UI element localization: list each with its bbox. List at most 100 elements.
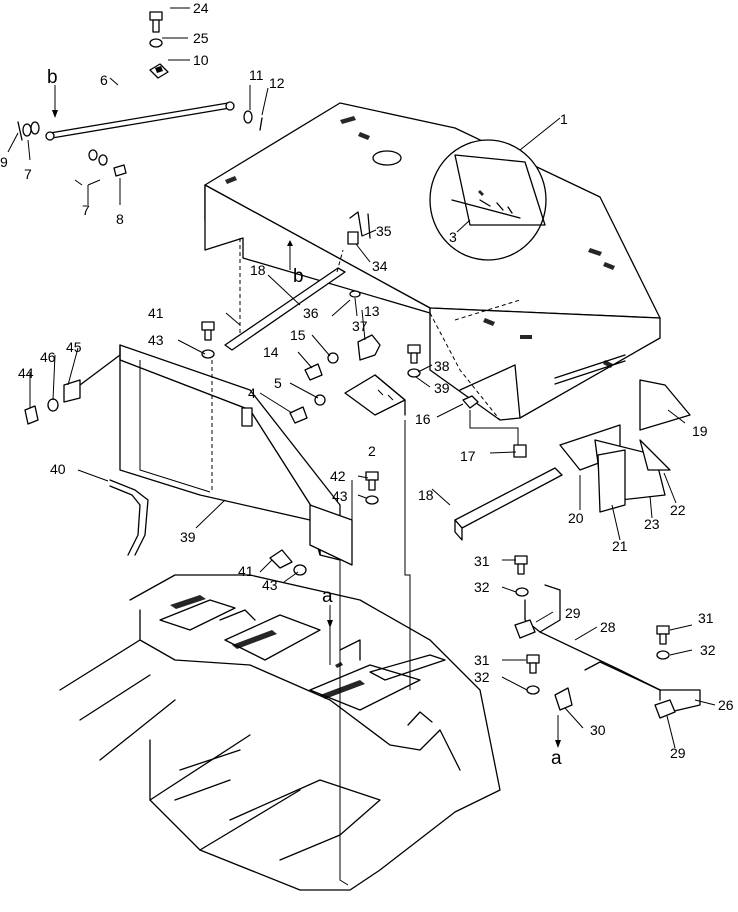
label-22: 21 [612,538,628,554]
label-12: 12 [269,75,285,91]
nut-10-fill [155,66,163,73]
plate-23 [639,439,671,471]
label-42: 42 [330,468,346,484]
label-32b: 32 [474,669,490,685]
label-20: 19 [692,423,708,439]
label-35: 36 [303,305,319,321]
reference-letters: b b a a [47,67,562,769]
frame-feature [219,609,256,621]
label-43a: 43 [148,332,164,348]
plate-22 [597,449,626,513]
label-16: 17 [460,448,476,464]
washer-7b [30,121,40,135]
hook-40 [109,479,149,556]
inset-bracket-outline [454,154,546,226]
leader-lines [7,7,716,749]
label-2: 2 [368,443,376,459]
rod-6 [49,102,231,139]
bracket-13 [357,334,381,361]
side-panel-assembly [119,344,353,566]
ref-a-top: a [322,586,333,607]
label-26: 25 [193,30,209,46]
bracket-30 [554,687,573,711]
base-frame [59,574,501,891]
label-18: 18 [418,487,434,503]
label-37: 38 [434,358,450,374]
frame-lower-rails [174,749,241,801]
rod-6-start [45,131,55,141]
cover-assembly [204,102,661,421]
rod-27 [584,661,701,713]
rod-6-end [225,101,235,111]
label-29a: 29 [565,605,581,621]
pin-12 [259,117,263,131]
label-31a: 31 [474,553,490,569]
label-11: 11 [249,67,264,83]
rail-19 [224,267,346,351]
washer-7d [98,154,108,166]
label-30: 30 [590,722,606,738]
label-13: 13 [364,303,380,319]
clip-34 [349,211,371,239]
ref-b-top: b [47,67,58,88]
label-6: 6 [100,72,108,88]
label-15: 15 [290,327,306,343]
frame-grille-3 [309,664,421,711]
label-41b: 41 [238,563,254,579]
label-40: 40 [50,461,66,477]
panel-39-tab [241,407,253,427]
arrow-b-mid [287,240,293,246]
label-43c: 43 [262,577,278,593]
label-41a: 41 [148,305,164,321]
label-8: 8 [116,211,124,227]
washer-7c [88,149,98,161]
panel-39-inner-edge [139,360,211,493]
pin-9 [17,121,23,141]
washer-11 [243,110,253,124]
label-10: 10 [193,52,209,68]
rod-28 [524,599,661,701]
label-17: 16 [415,411,431,427]
ref-b-mid: b [293,266,304,287]
label-9: 9 [0,154,8,170]
frame-grille-2 [224,614,321,661]
arrow-a-bottom [555,740,561,748]
hidden-edge-right [429,312,501,421]
label-7a: 7 [24,166,32,182]
cover-top-hole [372,150,402,166]
label-44: 45 [66,339,82,355]
label-45: 44 [18,365,34,381]
cover-right-rail [554,354,626,385]
frame-grille-1 [159,599,236,631]
inset-bracket-flange [451,199,521,219]
arrow-b-top [52,110,58,118]
frame-triangle [407,711,433,726]
ref-line-2 [404,420,411,690]
ref-line-a-long [339,560,349,886]
bracket-44 [63,379,81,403]
label-5: 5 [274,375,282,391]
label-36: 37 [352,318,368,334]
frame-inner-edge [139,609,461,771]
washer-7a [22,123,32,137]
label-39: 39 [180,529,196,545]
fasteners [24,211,670,695]
cover-right-face [429,307,661,421]
inset-bracket-teeth [479,199,513,214]
label-4: 4 [248,385,256,401]
label-46: 46 [40,349,56,365]
label-27: 26 [718,697,734,713]
frame-outline [129,574,501,891]
label-3: 3 [449,229,457,245]
label-1: 1 [560,111,568,127]
frame-lower-panel [229,779,381,861]
bracket-29b [654,699,676,719]
label-34: 35 [376,223,392,239]
washer-26 [149,38,163,48]
label-31b: 31 [474,652,490,668]
label-31c: 31 [698,610,714,626]
panel-39-end-flange [309,504,353,566]
panel-39-body [119,344,321,556]
